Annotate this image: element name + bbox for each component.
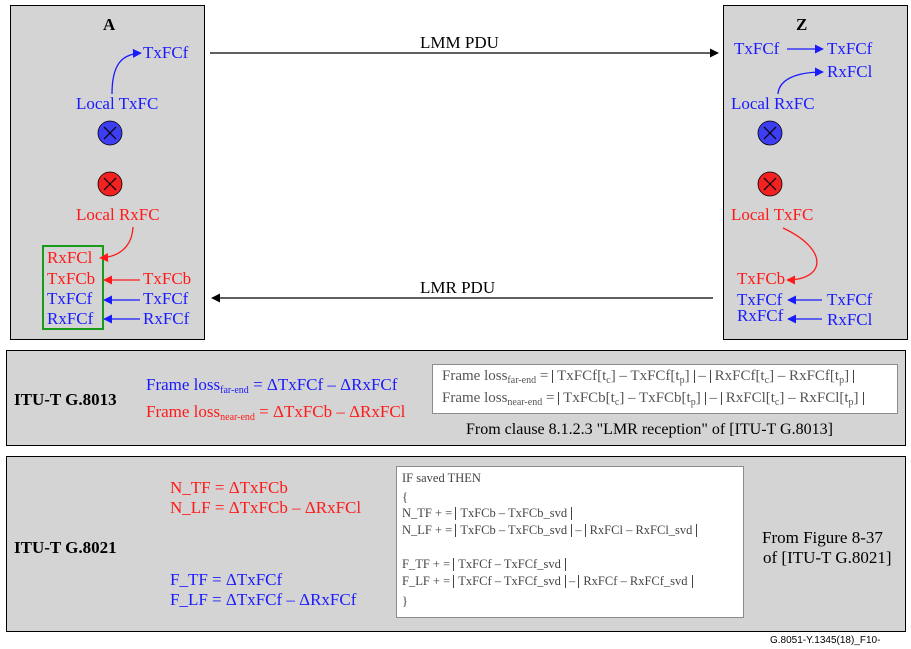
code-line-f-tf: F_TF + = TxFCf – TxFCf_svd <box>402 557 566 572</box>
node-z-txfcb: TxFCb <box>737 269 786 288</box>
node-a-txfcf: TxFCf <box>143 43 189 62</box>
g8013-source: From clause 8.1.2.3 "LMR reception" of [… <box>466 421 833 438</box>
a-rxfc-arrow <box>99 226 134 263</box>
node-a-title: A <box>103 15 116 34</box>
node-z-box <box>723 5 908 340</box>
g8021-source-line2: of [ITU-T G.8021] <box>763 548 892 567</box>
code-line-if: IF saved THEN <box>402 471 481 485</box>
g8021-label: ITU-T G.8021 <box>14 538 117 557</box>
figure-id: G.8051-Y.1345(18)_F10- <box>770 635 881 646</box>
code-line-n-tf: N_TF + = TxFCb – TxFCb_svd <box>402 506 573 521</box>
g8021-source-line1: From Figure 8-37 <box>762 528 883 547</box>
z-red-counter <box>757 171 783 197</box>
g8021-n-tf: N_TF = ΔTxFCb <box>170 478 288 497</box>
g8021-code-box <box>396 466 744 618</box>
counter-txfcf: TxFCf <box>47 289 93 308</box>
node-z-txfcf-dst: TxFCf <box>827 39 873 58</box>
g8013-eq-near: Frame lossnear-end = ΔTxFCb – ΔRxFCl <box>146 402 406 423</box>
node-z-txfcf-src: TxFCf <box>734 39 780 58</box>
node-z-local-rxfc: Local RxFC <box>731 94 815 113</box>
lmm-pdu-label: LMM PDU <box>420 33 499 52</box>
g8021-f-tf: F_TF = ΔTxFCf <box>170 570 283 589</box>
z-txfc-arrow <box>782 227 818 285</box>
lmr-pdu-label: LMR PDU <box>420 278 496 297</box>
node-z-bottom-rxfcf-left: RxFCf <box>737 306 784 325</box>
incoming-rxfcf: RxFCf <box>143 309 190 328</box>
code-line-close: } <box>402 594 408 608</box>
node-a-local-rxfc: Local RxFC <box>76 205 160 224</box>
counter-rxfcf: RxFCf <box>47 309 94 328</box>
node-z-bottom-txfcf-left: TxFCf <box>737 290 783 309</box>
counter-txfcb: TxFCb <box>47 269 96 288</box>
g8013-formula-far: Frame lossfar-end = TxFCf[tc] – TxFCf[tp… <box>442 368 855 386</box>
a-blue-counter <box>97 120 123 146</box>
counter-group <box>42 245 104 330</box>
incoming-txfcb: TxFCb <box>143 269 192 288</box>
code-line-n-lf: N_LF + = TxFCb – TxFCb_svd – RxFCl – RxF… <box>402 523 698 538</box>
node-z-bottom-rxfcl-right: RxFCl <box>827 310 873 329</box>
incoming-txfcf: TxFCf <box>143 289 189 308</box>
counter-rxfcl: RxFCl <box>47 248 93 267</box>
node-z-local-txfc: Local TxFC <box>731 205 814 224</box>
node-z-title: Z <box>796 15 808 34</box>
g8021-f-lf: F_LF = ΔTxFCf – ΔRxFCf <box>170 590 357 609</box>
g8013-formula-near: Frame lossnear-end = TxFCb[tc] – TxFCb[t… <box>442 390 864 408</box>
g8013-label: ITU-T G.8013 <box>14 390 117 409</box>
node-z-rxfcl: RxFCl <box>827 62 873 81</box>
g8013-formula-box <box>432 364 898 414</box>
g8021-n-lf: N_LF = ΔTxFCb – ΔRxFCl <box>170 498 362 517</box>
a-txfc-arrow <box>111 48 142 95</box>
z-rxfc-arrow <box>777 67 824 95</box>
node-z-bottom-txfcf-right: TxFCf <box>827 290 873 309</box>
code-line-f-lf: F_LF + = TxFCf – TxFCf_svd – RxFCf – RxF… <box>402 574 693 589</box>
code-line-open: { <box>402 490 408 504</box>
node-a-local-txfc: Local TxFC <box>76 94 159 113</box>
g8013-eq-far: Frame lossfar-end = ΔTxFCf – ΔRxFCf <box>146 375 398 396</box>
z-blue-counter <box>757 120 783 146</box>
a-red-counter <box>97 171 123 197</box>
